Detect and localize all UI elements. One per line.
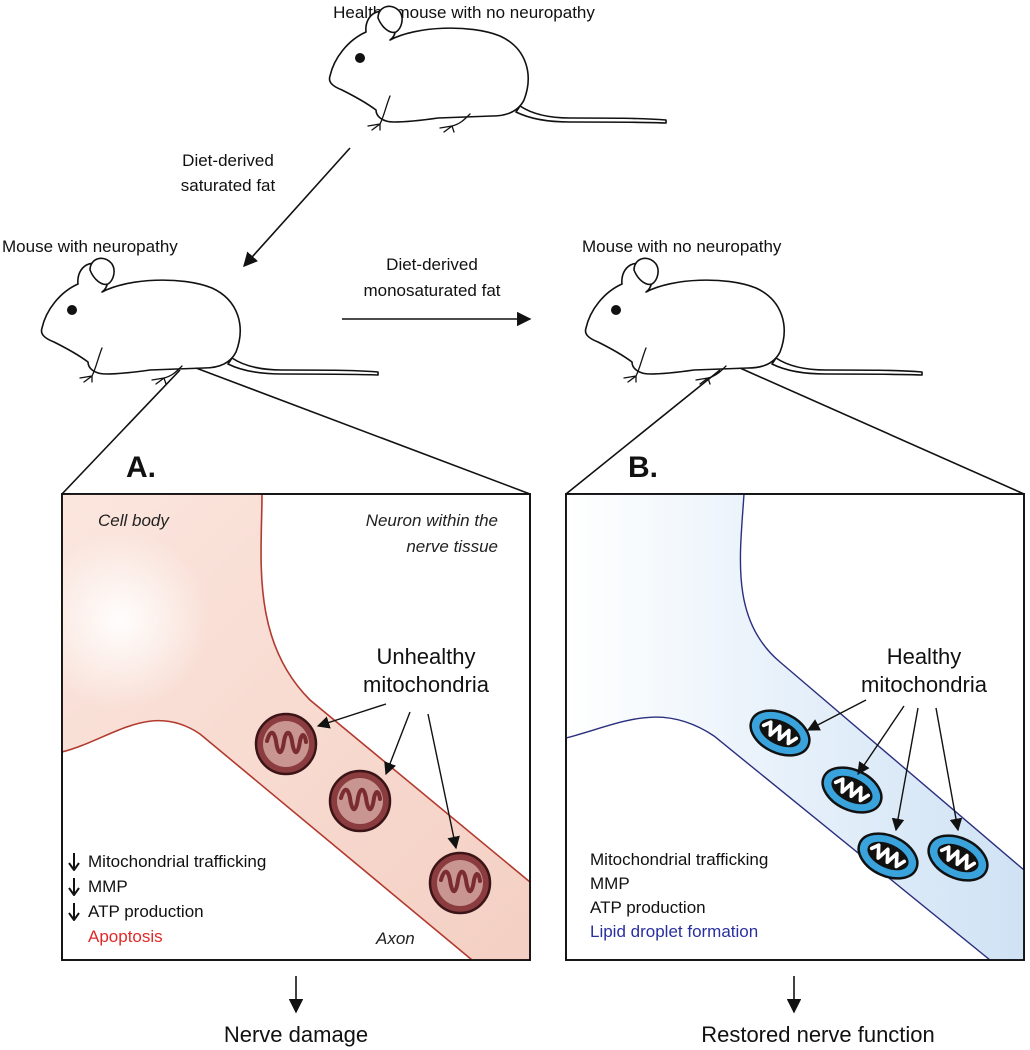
zoom-line-b-left: [565, 369, 721, 495]
pointer-arrow: [857, 705, 905, 776]
panel-a-effect: ATP production: [88, 902, 204, 921]
panel-b-effect: Mitochondrial trafficking: [590, 850, 768, 869]
unhealthy-mito-label-line1: Unhealthy: [376, 644, 475, 669]
recovered-mouse-icon: [584, 257, 923, 385]
lipid-droplet-label: Lipid droplet formation: [590, 922, 758, 941]
panel-a-effect: Mitochondrial trafficking: [88, 852, 266, 871]
mono-fat-label-line1: Diet-derived: [386, 255, 478, 274]
saturated-fat-label-line2: saturated fat: [181, 176, 276, 195]
panel-a-letter: A.: [126, 451, 156, 484]
zoom-line-a-right: [195, 367, 531, 495]
pointer-arrow: [427, 713, 460, 850]
healthy-mouse-icon: [328, 5, 667, 133]
mitochondrion-icon: [428, 851, 492, 915]
mitochondrion-icon: [328, 769, 392, 833]
axon-label: Axon: [375, 929, 415, 948]
neuropathy-mouse-label: Mouse with neuropathy: [2, 237, 178, 256]
saturated-fat-arrow: [243, 147, 351, 268]
unhealthy-mito-label-line2: mitochondria: [363, 672, 490, 697]
panel-a-effect: MMP: [88, 877, 128, 896]
healthy-mito-label-line1: Healthy: [887, 644, 962, 669]
panel-b-effect: ATP production: [590, 898, 706, 917]
neuron-label-line1: Neuron within the: [366, 511, 498, 530]
pointer-arrow: [935, 707, 963, 832]
recovered-mouse-label: Mouse with no neuropathy: [582, 237, 782, 256]
zoom-line-b-right: [739, 367, 1025, 495]
apoptosis-label: Apoptosis: [88, 927, 163, 946]
zoom-line-a-left: [61, 369, 181, 495]
pointer-arrow: [891, 707, 919, 832]
neuron-label-line2: nerve tissue: [406, 537, 498, 556]
pointer-arrow: [384, 711, 411, 776]
healthy-mito-label-line2: mitochondria: [861, 672, 988, 697]
cell-body-label: Cell body: [98, 511, 170, 530]
restored-function-label: Restored nerve function: [701, 1022, 935, 1047]
mitochondrion-icon: [254, 712, 318, 776]
saturated-fat-label-line1: Diet-derived: [182, 151, 274, 170]
panel-b-effect: MMP: [590, 874, 630, 893]
nerve-damage-label: Nerve damage: [224, 1022, 368, 1047]
neuropathy-mouse-icon: [40, 257, 379, 385]
pointer-arrow: [316, 703, 387, 729]
pointer-arrow: [806, 699, 867, 731]
mono-fat-label-line2: monosaturated fat: [363, 281, 500, 300]
panel-b-letter: B.: [628, 451, 658, 484]
